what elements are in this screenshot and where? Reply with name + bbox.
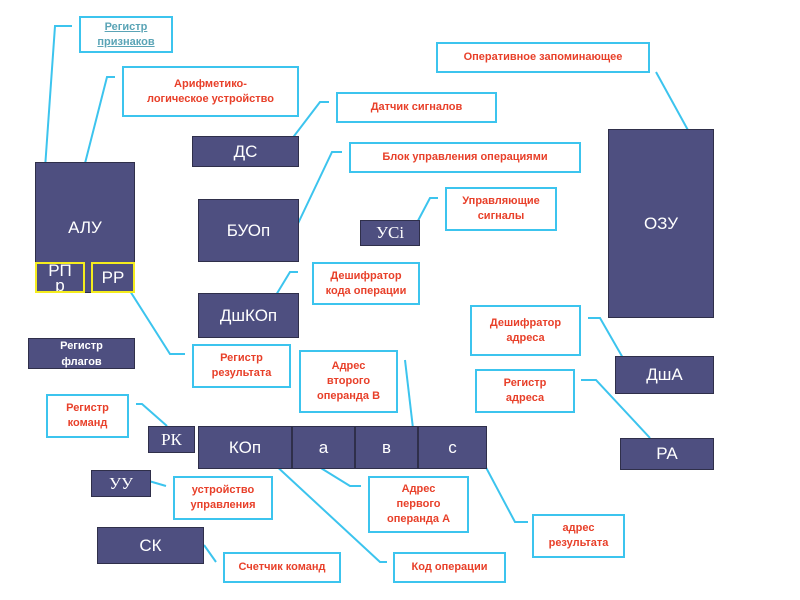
label-text: Блок управления операциями <box>382 151 548 163</box>
leader-ds <box>287 101 329 145</box>
buop-text: БУОп <box>226 220 271 240</box>
leader-ra <box>581 379 651 439</box>
leader-sk <box>203 544 217 563</box>
label-ozu: Оперативное запоминающее <box>436 42 650 73</box>
label-ds: Датчик сигналов <box>336 92 497 123</box>
label-text: Адрес первого операнда А <box>386 483 451 525</box>
kop-text: КОп <box>228 437 262 457</box>
buop-block: БУОп <box>198 199 299 262</box>
c-field: с <box>418 426 487 469</box>
label-op-b: Адрес второго операнда В <box>299 350 398 413</box>
dsha-block: ДшА <box>615 356 714 394</box>
rk-block: РК <box>148 426 195 453</box>
label-text: Счетчик команд <box>238 561 326 573</box>
label-sk: Счетчик команд <box>223 552 341 583</box>
rk-text: РК <box>161 429 182 449</box>
leader-op-b <box>404 359 415 438</box>
kop-field: КОп <box>198 426 292 469</box>
rpr-text: РП р <box>48 262 72 293</box>
leader-alu <box>80 76 115 180</box>
label-text: Дешифратор кода операции <box>325 269 407 297</box>
label-op-a: Адрес первого операнда А <box>368 476 469 533</box>
leader-kop <box>271 461 387 563</box>
label-text: Регистр адреса <box>503 377 547 404</box>
ra-block: РА <box>620 438 714 470</box>
label-kop: Код операции <box>393 552 506 583</box>
sk-text: СК <box>139 535 162 555</box>
a-text: а <box>318 437 329 457</box>
label-text: Датчик сигналов <box>370 101 463 113</box>
rpr-block: РП р <box>35 262 85 293</box>
leader-dsha <box>588 317 628 366</box>
usi-block: УСi <box>360 220 420 246</box>
label-res: адрес результата <box>532 514 625 558</box>
label-text: Регистр результата <box>211 352 272 379</box>
label-text: Регистр команд <box>66 402 109 429</box>
ds-block: ДС <box>192 136 299 167</box>
ozu-block: ОЗУ <box>608 129 714 318</box>
label-dsha: Дешифратор адреса <box>470 305 581 356</box>
leader-dshkop <box>272 271 298 301</box>
ds-text: ДС <box>233 141 258 161</box>
leader-rk <box>136 403 168 427</box>
usi-text: УСi <box>375 223 405 242</box>
label-text: Управляющие сигналы <box>462 195 540 222</box>
label-text: Дешифратор адреса <box>489 316 562 344</box>
rr-text: РР <box>101 267 125 287</box>
label-rk: Регистр команд <box>46 394 129 438</box>
v-field: в <box>355 426 418 469</box>
label-ra: Регистр адреса <box>475 369 575 413</box>
rr-block: РР <box>91 262 135 293</box>
label-alu: Арифметико- логическое устройство <box>122 66 299 117</box>
dshkop-text: ДшКОп <box>219 305 278 325</box>
label-text: Адрес второго операнда В <box>316 360 381 402</box>
label-text: Оперативное запоминающее <box>463 51 623 63</box>
label-uu: устройство управления <box>173 476 273 520</box>
leader-rr <box>122 279 185 355</box>
flags-text: Регистр флагов <box>60 339 103 368</box>
c-text: с <box>448 437 457 457</box>
flags-register-block: Регистр флагов <box>28 338 135 369</box>
dsha-text: ДшА <box>646 365 683 384</box>
label-rr: Регистр результата <box>192 344 291 388</box>
label-text: адрес результата <box>548 522 609 549</box>
uu-block: УУ <box>91 470 151 497</box>
ra-text: РА <box>656 444 678 463</box>
label-text: Регистр признаков <box>97 20 155 48</box>
uu-text: УУ <box>108 473 134 493</box>
label-text: устройство управления <box>190 484 256 511</box>
a-field: а <box>292 426 355 469</box>
label-reg-priznakov: Регистр признаков <box>79 16 173 53</box>
label-dshkop: Дешифратор кода операции <box>312 262 420 305</box>
ozu-text: ОЗУ <box>643 213 679 233</box>
leader-buop <box>292 151 342 235</box>
alu-text: АЛУ <box>68 217 102 237</box>
sk-block: СК <box>97 527 204 564</box>
label-buop: Блок управления операциями <box>349 142 581 173</box>
dshkop-block: ДшКОп <box>198 293 299 338</box>
v-text: в <box>381 437 392 457</box>
label-text: Арифметико- логическое устройство <box>146 77 275 105</box>
label-text: Код операции <box>411 561 488 573</box>
label-usi: Управляющие сигналы <box>445 187 557 231</box>
leader-res <box>472 442 528 523</box>
